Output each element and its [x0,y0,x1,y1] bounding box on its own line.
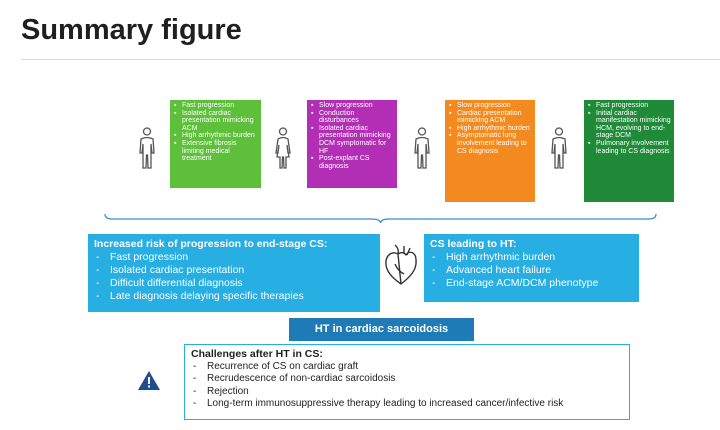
person-icon [414,127,430,169]
challenge-item: Rejection [191,386,623,399]
case-item: Extensive fibrosis limiting medical trea… [173,140,258,163]
case-card-4: Fast progression Initial cardiac manifes… [584,100,674,202]
ht-item: High arrhythmic burden [430,251,633,264]
case-item: High arrhythmic burden [173,132,258,140]
heading-divider [21,59,720,60]
case-item: Pulmonary involvement leading to CS diag… [587,140,671,155]
page-heading: Summary figure [21,14,242,46]
challenges-title: Challenges after HT in CS: [191,348,323,360]
challenge-item: Recurrence of CS on cardiac graft [191,361,623,374]
risk-item: Late diagnosis delaying specific therapi… [94,290,374,303]
risk-item: Fast progression [94,251,374,264]
case-card-3: Slow progression Cardiac presentation mi… [445,100,535,202]
case-item: Initial cardiac manifestation mimicking … [587,110,671,140]
case-card-2: Slow progression Conduction disturbances… [307,100,397,188]
risk-box-title: Increased risk of progression to end-sta… [94,238,328,250]
case-item: Slow progression [310,102,394,110]
warning-triangle-icon [138,371,160,390]
risk-box: Increased risk of progression to end-sta… [88,234,380,312]
case-item: Fast progression [173,102,258,110]
case-item: Post-explant CS diagnosis [310,155,394,170]
person-icon [551,127,567,169]
challenge-item: Long-term immunosuppressive therapy lead… [191,398,623,411]
risk-item: Isolated cardiac presentation [94,264,374,277]
person-icon [275,127,291,169]
ht-leading-box: CS leading to HT: High arrhythmic burden… [424,234,639,302]
case-item: Slow progression [448,102,532,110]
summary-figure: Fast progression Isolated cardiac presen… [0,60,720,430]
ht-label-banner: HT in cardiac sarcoidosis [289,318,474,341]
ht-item: End-stage ACM/DCM phenotype [430,277,633,290]
ht-box-title: CS leading to HT: [430,238,517,250]
risk-item: Difficult differential diagnosis [94,277,374,290]
ht-item: Advanced heart failure [430,264,633,277]
person-icon [139,127,155,169]
case-item: Isolated cardiac presentation mimicking … [173,110,258,133]
case-item: Asymptomatic lung involvement leading to… [448,132,532,155]
challenges-box: Challenges after HT in CS: Recurrence of… [184,344,630,420]
case-card-1: Fast progression Isolated cardiac presen… [170,100,261,188]
heart-outline-icon [385,244,417,285]
case-item: Conduction disturbances [310,110,394,125]
case-item: Fast progression [587,102,671,110]
case-item: Cardiac presentation mimicking ACM [448,110,532,125]
challenge-item: Recrudescence of non-cardiac sarcoidosis [191,373,623,386]
case-item: High arrhythmic burden [448,125,532,133]
grouping-brace [104,213,657,223]
case-item: Isolated cardiac presentation mimicking … [310,125,394,155]
